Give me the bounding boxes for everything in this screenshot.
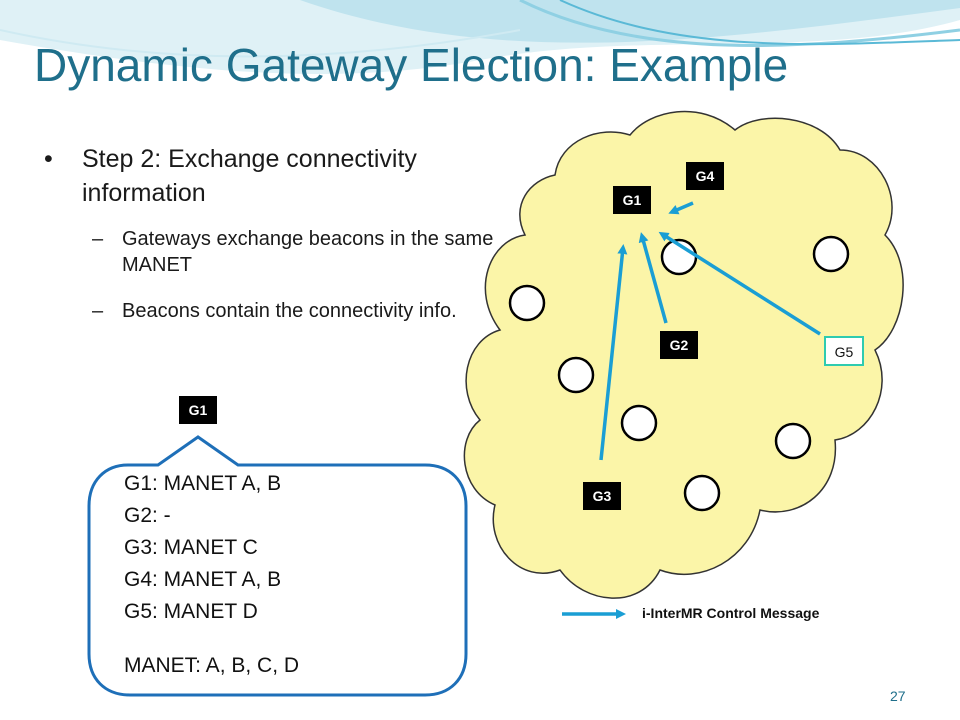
node-circle [774,422,812,460]
node-circle [557,356,595,394]
sub-bullet-beacons-exchange: – Gateways exchange beacons in the same … [92,226,512,278]
node-circle [683,474,721,512]
sub-bullet-marker: – [92,228,104,250]
sub-bullet-marker: – [92,300,104,322]
slide-title: Dynamic Gateway Election: Example [34,39,789,91]
node-circle [812,235,850,273]
callout-bubble [87,435,468,697]
node-circle [508,284,546,322]
gateway-g3: G3 [583,482,621,510]
callout-line: G3: MANET C [124,536,258,559]
sub-bullet-beacons-content: – Beacons contain the connectivity info. [92,298,512,324]
gateway-g1: G1 [613,186,651,214]
page-number: 27 [890,688,906,704]
gateway-g4: G4 [686,162,724,190]
header-wave-decoration [0,0,960,74]
callout-gateway-g1: G1 [179,396,217,424]
bullet-text: Step 2: Exchange connectivity informatio… [82,145,417,207]
callout-line: G5: MANET D [124,600,258,623]
arrow-g2-to-g1 [638,232,668,324]
arrow-g5-to-g1 [658,231,821,336]
arrow-g4-to-g1 [668,201,694,215]
sub-bullet-text: Beacons contain the connectivity info. [122,300,457,322]
sub-bullet-text: Gateways exchange beacons in the same MA… [122,228,494,276]
callout-text: G1: MANET A, B G2: - G3: MANET C G4: MAN… [124,468,299,682]
callout-summary: MANET: A, B, C, D [124,654,300,677]
callout-line: G1: MANET A, B [124,472,282,495]
callout-line: G2: - [124,504,171,527]
bullet-step-2: • Step 2: Exchange connectivity informat… [44,142,514,210]
callout-line: G4: MANET A, B [124,568,282,591]
gateway-g5: G5 [824,336,864,366]
legend-label: i-InterMR Control Message [642,605,820,621]
gateway-g2: G2 [660,331,698,359]
node-circle [620,404,658,442]
arrow-g3-to-g1 [599,244,628,461]
bullet-marker: • [44,145,53,173]
